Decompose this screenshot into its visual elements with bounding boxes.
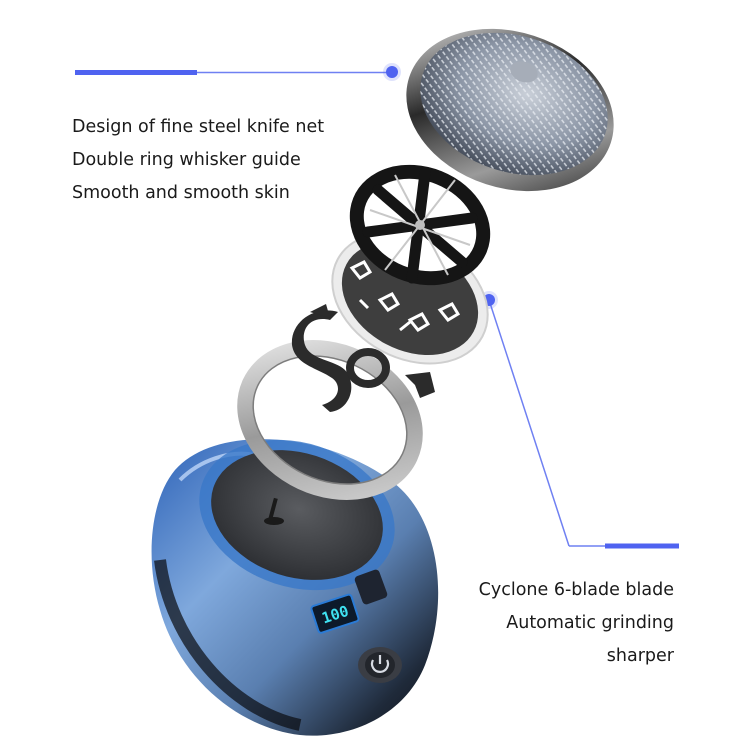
steel-knife-net bbox=[406, 28, 614, 192]
shaver-body: 100 bbox=[151, 439, 439, 736]
bottom-feature-list: Cyclone 6-blade blade Automatic grinding… bbox=[479, 574, 674, 673]
motor-well bbox=[211, 450, 383, 580]
feature-knife-net: Design of fine steel knife net bbox=[72, 117, 325, 137]
whisker-guide-clip bbox=[291, 304, 435, 412]
feature-cyclone-blade: Cyclone 6-blade blade bbox=[478, 580, 674, 600]
feature-sharper: sharper bbox=[606, 646, 674, 666]
bottom-callout-connector bbox=[480, 291, 679, 549]
feature-whisker-guide: Double ring whisker guide bbox=[72, 150, 301, 170]
top-callout-connector bbox=[75, 63, 401, 81]
power-icon bbox=[370, 659, 390, 673]
feature-smooth-skin: Smooth and smooth skin bbox=[72, 183, 290, 203]
spindle bbox=[268, 497, 278, 521]
top-feature-list: Design of fine steel knife net Double ri… bbox=[72, 111, 324, 210]
battery-display: 100 bbox=[310, 593, 360, 634]
power-button bbox=[358, 647, 402, 683]
feature-auto-grinding: Automatic grinding bbox=[506, 613, 674, 633]
cyclone-6-blade bbox=[349, 164, 491, 286]
